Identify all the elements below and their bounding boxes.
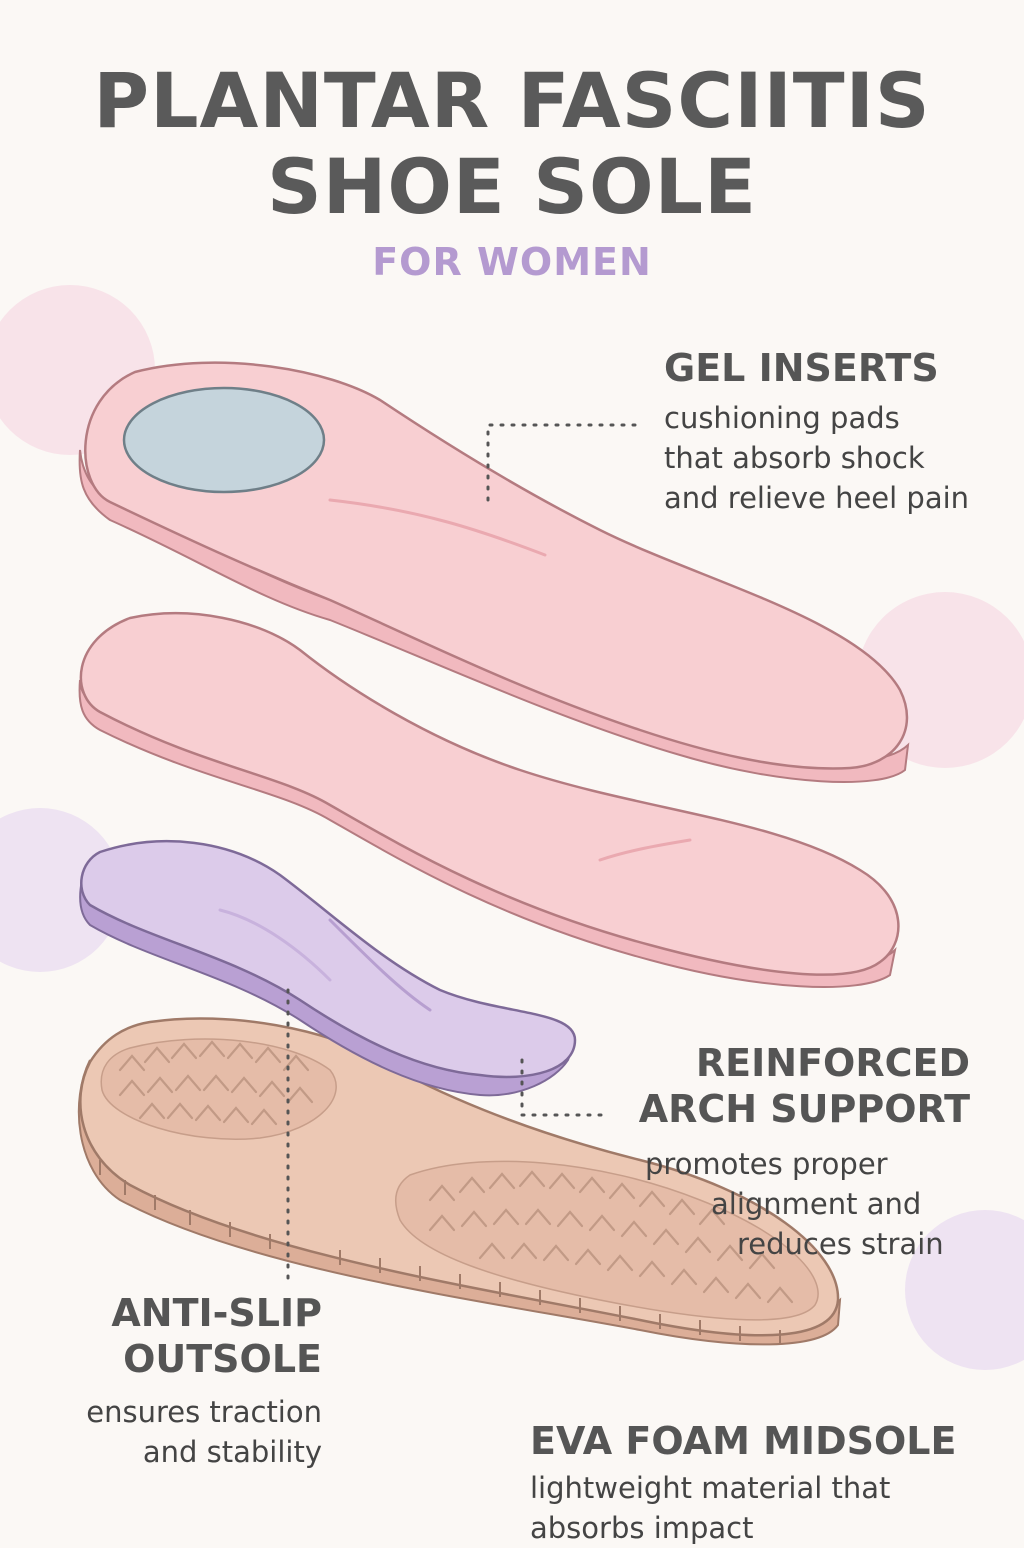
gel-inserts-heading: GEL INSERTS xyxy=(664,346,939,390)
arch-desc-line: reduces strain xyxy=(737,1227,944,1261)
bg-circle-lilac-right xyxy=(905,1210,1024,1370)
midsole-desc-line: lightweight material that xyxy=(530,1471,891,1505)
outsole-forefoot-tread xyxy=(394,1160,819,1321)
insole-contour xyxy=(328,498,547,557)
midsole-layer xyxy=(78,612,900,988)
arch-heading-line: REINFORCED xyxy=(695,1041,970,1085)
leader-lines xyxy=(286,423,642,1282)
heel-chevrons xyxy=(118,1040,314,1126)
midsole-description: lightweight material that absorbs impact xyxy=(530,1468,890,1548)
outsole-desc-line: and stability xyxy=(142,1435,322,1469)
midsole-top xyxy=(79,612,900,976)
midsole-desc-line: absorbs impact xyxy=(530,1511,754,1545)
forefoot-chevrons xyxy=(428,1170,794,1304)
gel-desc-line: that absorb shock xyxy=(664,441,925,475)
midsole-heading: EVA FOAM MIDSOLE xyxy=(530,1419,957,1463)
arch-desc-line: alignment and xyxy=(711,1187,922,1221)
arch-heading-line: ARCH SUPPORT xyxy=(638,1087,970,1131)
gel-insert xyxy=(122,386,326,494)
arch-contour-line-2 xyxy=(218,908,332,982)
arch-support-description: promotes proper alignment and reduces st… xyxy=(645,1144,944,1264)
gel-desc-line: cushioning pads xyxy=(664,401,900,435)
leader-arch xyxy=(520,1058,607,1117)
title-line-1: PLANTAR FASCIITIS xyxy=(93,56,931,145)
arch-support-layer xyxy=(79,839,577,1097)
outsole-heading: ANTI-SLIP OUTSOLE xyxy=(111,1290,322,1382)
outsole-layer xyxy=(77,1017,842,1346)
outsole-desc-line: ensures traction xyxy=(86,1395,322,1429)
arch-desc-line: promotes proper xyxy=(645,1147,888,1181)
page-title: PLANTAR FASCIITIS SHOE SOLE xyxy=(0,58,1024,230)
outsole-heading-line: ANTI-SLIP xyxy=(111,1291,322,1335)
outsole-grip-ticks xyxy=(99,1160,781,1345)
top-insole-layer xyxy=(78,361,910,783)
leader-gel xyxy=(486,423,642,502)
arch-support-heading: REINFORCED ARCH SUPPORT xyxy=(639,1040,970,1132)
outsole-heading-line: OUTSOLE xyxy=(123,1337,322,1381)
page-subtitle: FOR WOMEN xyxy=(372,240,652,284)
midsole-contour xyxy=(598,838,692,862)
bg-circle-lilac-left xyxy=(0,808,122,972)
title-line-2: SHOE SOLE xyxy=(266,142,757,231)
arch-contour-line xyxy=(328,918,432,1012)
gel-inserts-description: cushioning pads that absorb shock and re… xyxy=(664,398,969,518)
arch-support-top xyxy=(80,839,577,1079)
outsole-description: ensures traction and stability xyxy=(86,1392,322,1472)
gel-desc-line: and relieve heel pain xyxy=(664,481,970,515)
